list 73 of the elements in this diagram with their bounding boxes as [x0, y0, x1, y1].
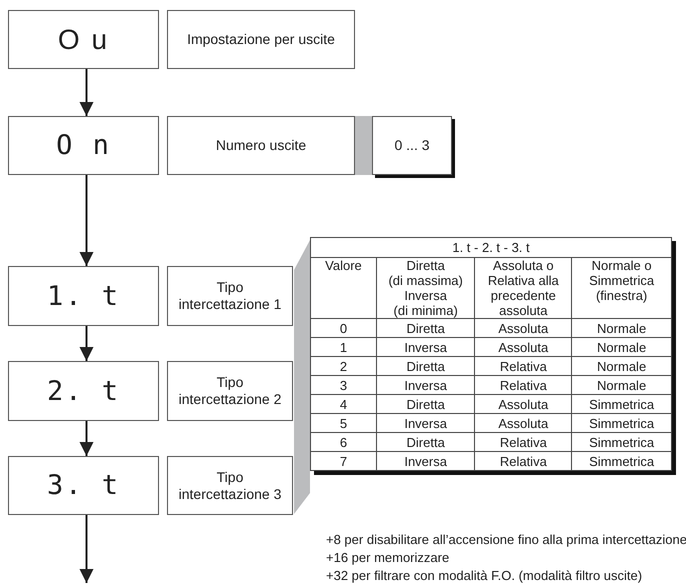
table-cell: Normale [572, 376, 672, 394]
node-text: Numero uscite [214, 137, 308, 154]
table-cell: Inversa [376, 338, 475, 356]
column-header: (finestra) [594, 288, 648, 303]
table-cell: 6 [310, 432, 376, 452]
column-header: assoluta [498, 303, 549, 318]
table-cell: Relativa [474, 356, 572, 376]
column-header: Diretta [406, 258, 446, 273]
table-cell: 4 [310, 394, 376, 414]
display-readout: 1. t [46, 288, 122, 304]
table-cell: Normale [572, 338, 672, 356]
note-text: +8 per disabilitare all’accensione fino alla prima intercettazione [326, 532, 686, 547]
display-readout: O u [56, 31, 110, 48]
column-header: Simmetrica [588, 273, 656, 288]
table-cell: 3 [310, 376, 376, 394]
table-cell: 2 [310, 356, 376, 376]
table-cell: 0 [310, 318, 376, 338]
label-box [167, 361, 293, 421]
node-text: Impostazione per uscite [186, 31, 336, 48]
node-text: 0 ... 3 [393, 137, 431, 154]
display-box [8, 10, 159, 69]
table-cell: Relativa [474, 376, 572, 394]
table-cell: Inversa [376, 452, 475, 470]
table-cell: Diretta [376, 432, 475, 452]
column-header: precedente [490, 288, 557, 303]
label-box [167, 266, 293, 326]
table-cell: Relativa [474, 432, 572, 452]
note-text: +32 per filtrare con modalità F.O. (modalità filtro uscite) [326, 568, 642, 583]
table-cell: Relativa [474, 452, 572, 470]
table-cell: Normale [572, 356, 672, 376]
table-cell: Assoluta [474, 414, 572, 432]
flow-arrow [80, 326, 94, 361]
column-header: (di minima) [392, 303, 459, 318]
flow-arrow [80, 421, 94, 456]
table-cell: Assoluta [474, 318, 572, 338]
table-cell: Normale [572, 318, 672, 338]
display-readout: 2. t [46, 382, 122, 400]
flow-arrow [80, 69, 94, 116]
table-cell: Assoluta [474, 338, 572, 356]
table-cell: 1 [310, 338, 376, 356]
table-cell: Simmetrica [572, 394, 672, 414]
table-title: 1. t - 2. t - 3. t [310, 238, 672, 258]
table-cell: Assoluta [474, 394, 572, 414]
table-cell: Simmetrica [572, 432, 672, 452]
display-box [8, 116, 159, 175]
flow-arrow [80, 515, 94, 583]
label-box [167, 116, 355, 175]
table-cell: Diretta [376, 356, 475, 376]
table-cell: Diretta [376, 318, 475, 338]
table-cell: 5 [310, 414, 376, 432]
label-box [167, 10, 355, 69]
display-box [8, 361, 159, 421]
note-text: +16 per memorizzare [326, 550, 450, 565]
column-header: (di massima) [387, 273, 464, 288]
table-cell: Inversa [376, 376, 475, 394]
table-cell: Inversa [376, 414, 475, 432]
node-text: Tipo intercettazione 3 [178, 468, 282, 502]
column-header: Normale o [590, 258, 653, 273]
label-box [167, 456, 293, 515]
column-header: Assoluta o [492, 258, 555, 273]
display-box [8, 456, 159, 515]
flow-arrow [80, 175, 94, 266]
node-text: Tipo intercettazione 1 [178, 279, 282, 313]
table-cell: Simmetrica [572, 452, 672, 470]
table-cell: Diretta [376, 394, 475, 414]
label-box [372, 116, 452, 175]
column-header: Relativa alla [486, 273, 560, 288]
node-text: Tipo intercettazione 2 [178, 374, 282, 408]
display-box [8, 266, 159, 326]
table-cell: 7 [310, 452, 376, 470]
column-header: Valore [324, 258, 363, 273]
table-cell: Simmetrica [572, 414, 672, 432]
column-header: Inversa [403, 288, 448, 303]
